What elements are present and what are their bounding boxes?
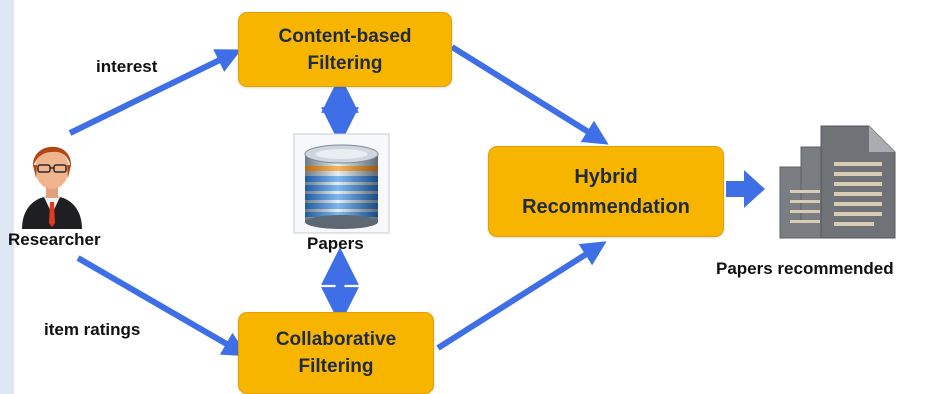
person-icon <box>22 146 82 229</box>
arrow-interest <box>68 49 242 136</box>
arrow-hybrid-to-output <box>726 170 765 208</box>
papers-recommended-label: Papers recommended <box>716 259 894 278</box>
hybrid-recommendation-node: Hybrid Recommendation <box>488 146 724 237</box>
papers-label: Papers <box>307 234 364 253</box>
interest-label: interest <box>96 57 158 76</box>
researcher-label: Researcher <box>8 230 101 249</box>
database-icon <box>293 133 390 234</box>
item-ratings-label: item ratings <box>44 320 141 339</box>
content-based-filtering-node: Content-based Filtering <box>238 12 452 87</box>
arrow-content-to-hybrid <box>450 44 609 145</box>
documents-icon <box>779 125 896 239</box>
arrow-item-ratings <box>76 255 248 357</box>
collaborative-filtering-node: Collaborative Filtering <box>238 312 434 394</box>
arrow-collab-to-hybrid <box>436 241 607 351</box>
